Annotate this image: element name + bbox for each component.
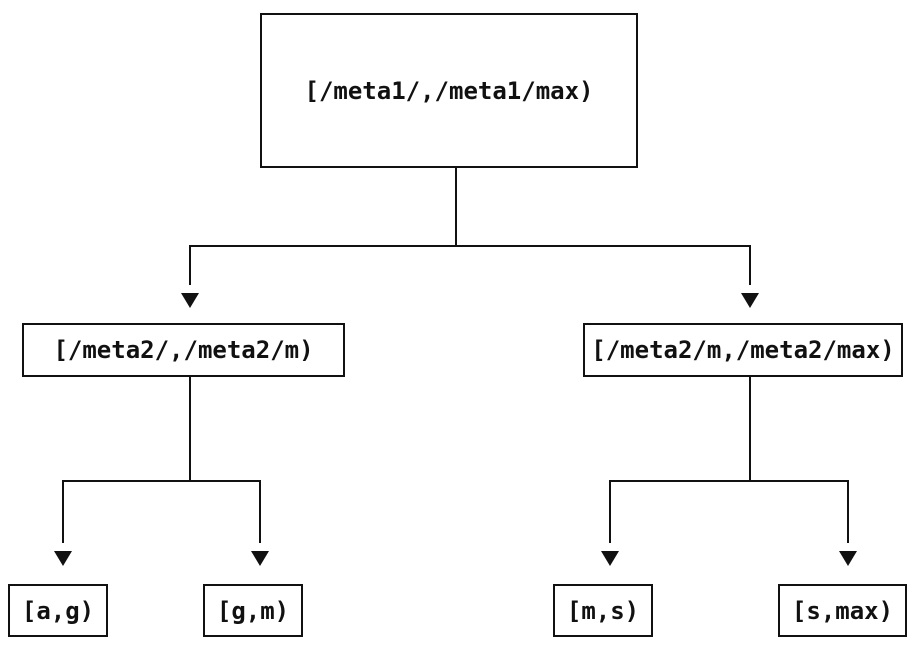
arrowhead-to-leaf-smax <box>839 551 857 566</box>
edge-root-branch <box>189 245 751 285</box>
node-root-range: [/meta1/,/meta1/max) <box>260 13 638 168</box>
arrowhead-to-right-child <box>741 293 759 308</box>
arrowhead-to-leaf-gm <box>251 551 269 566</box>
edge-left-child-branch <box>62 480 261 543</box>
arrowhead-to-leaf-ag <box>54 551 72 566</box>
node-leaf-range-g-m: [g,m) <box>203 584 303 637</box>
node-right-child-range: [/meta2/m,/meta2/max) <box>583 323 903 377</box>
node-leaf-range-a-g: [a,g) <box>8 584 108 637</box>
node-left-child-range: [/meta2/,/meta2/m) <box>22 323 345 377</box>
arrowhead-to-leaf-ms <box>601 551 619 566</box>
node-leaf-range-m-s: [m,s) <box>553 584 653 637</box>
edge-right-child-branch <box>609 480 849 543</box>
arrowhead-to-left-child <box>181 293 199 308</box>
node-leaf-range-s-max: [s,max) <box>778 584 907 637</box>
